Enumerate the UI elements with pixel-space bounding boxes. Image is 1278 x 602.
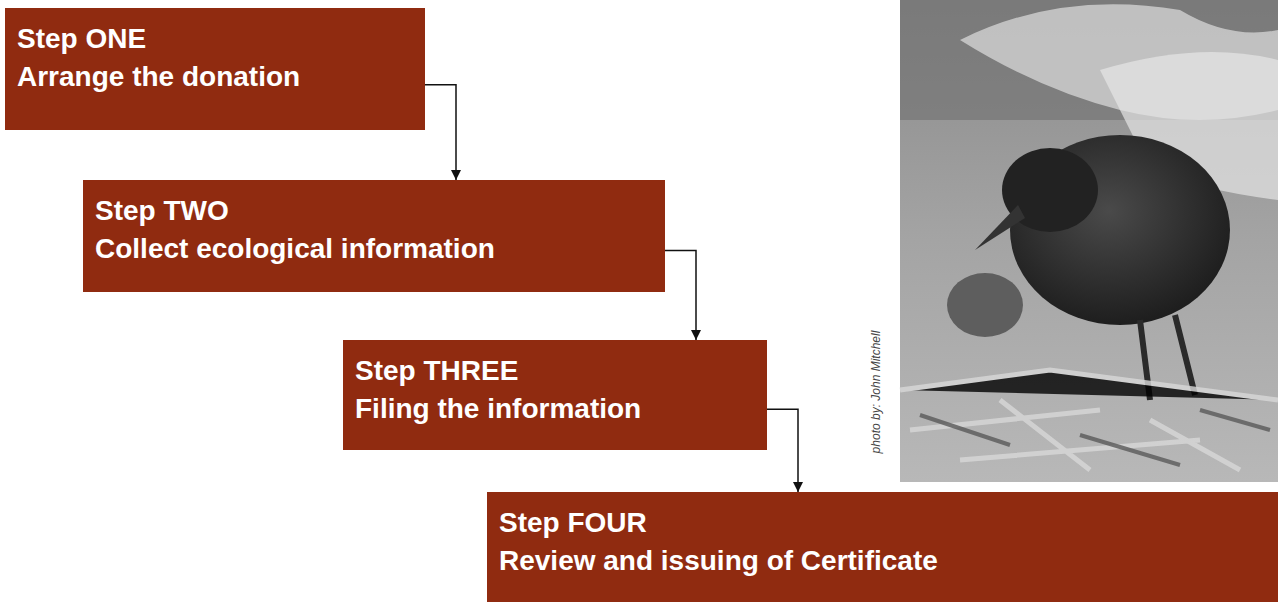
step-box: Step TWOCollect ecological information (83, 180, 665, 292)
nest-debris (900, 370, 1278, 470)
step-arrow (665, 251, 696, 340)
step-box: Step THREEFiling the information (343, 340, 767, 450)
step-arrow (767, 409, 798, 492)
step-heading: Step TWO (95, 192, 653, 230)
photo-credit: photo by: John Mitchell (869, 331, 883, 454)
chick (947, 273, 1023, 337)
step-description: Collect ecological information (95, 230, 653, 268)
step-box: Step ONEArrange the donation (5, 8, 425, 130)
step-box: Step FOURReview and issuing of Certifica… (487, 492, 1278, 602)
step-description: Arrange the donation (17, 58, 413, 96)
photo-ground (900, 0, 1278, 482)
step-description: Review and issuing of Certificate (499, 542, 1266, 580)
step-arrow (425, 85, 456, 180)
step-heading: Step ONE (17, 20, 413, 58)
step-heading: Step FOUR (499, 504, 1266, 542)
nest-debris (920, 410, 1270, 465)
step-heading: Step THREE (355, 352, 755, 390)
bird-beak (975, 205, 1025, 250)
step-description: Filing the information (355, 390, 755, 428)
